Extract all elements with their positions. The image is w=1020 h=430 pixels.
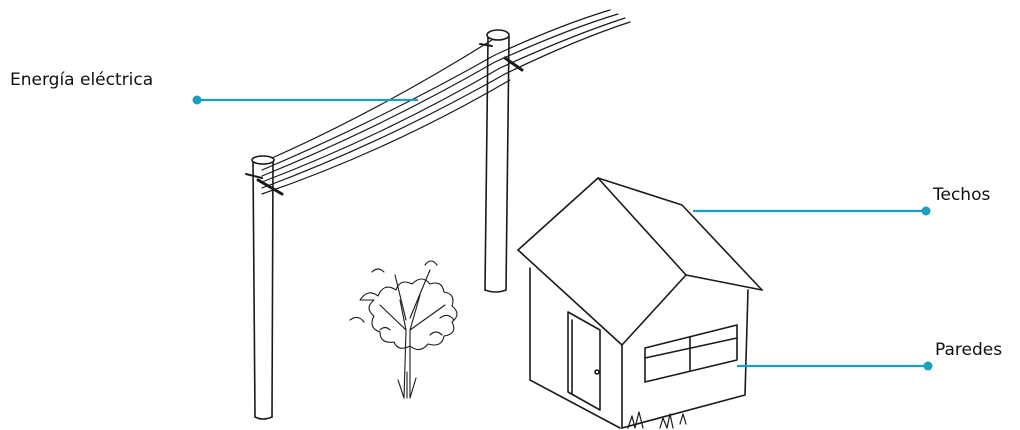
power-pole-left-icon <box>246 156 282 419</box>
window <box>645 325 737 382</box>
label-techos: Techos <box>933 185 990 205</box>
label-paredes: Paredes <box>935 340 1002 360</box>
leader-dot-techos <box>922 207 931 216</box>
roof-outline <box>518 178 762 290</box>
leader-dot-energia <box>193 96 202 105</box>
leader-lines <box>193 96 933 371</box>
leader-dot-paredes <box>924 362 933 371</box>
power-wires <box>262 10 630 194</box>
house-icon <box>518 178 762 428</box>
tree-icon <box>350 261 457 398</box>
label-energia-electrica: Energía eléctrica <box>10 70 153 90</box>
